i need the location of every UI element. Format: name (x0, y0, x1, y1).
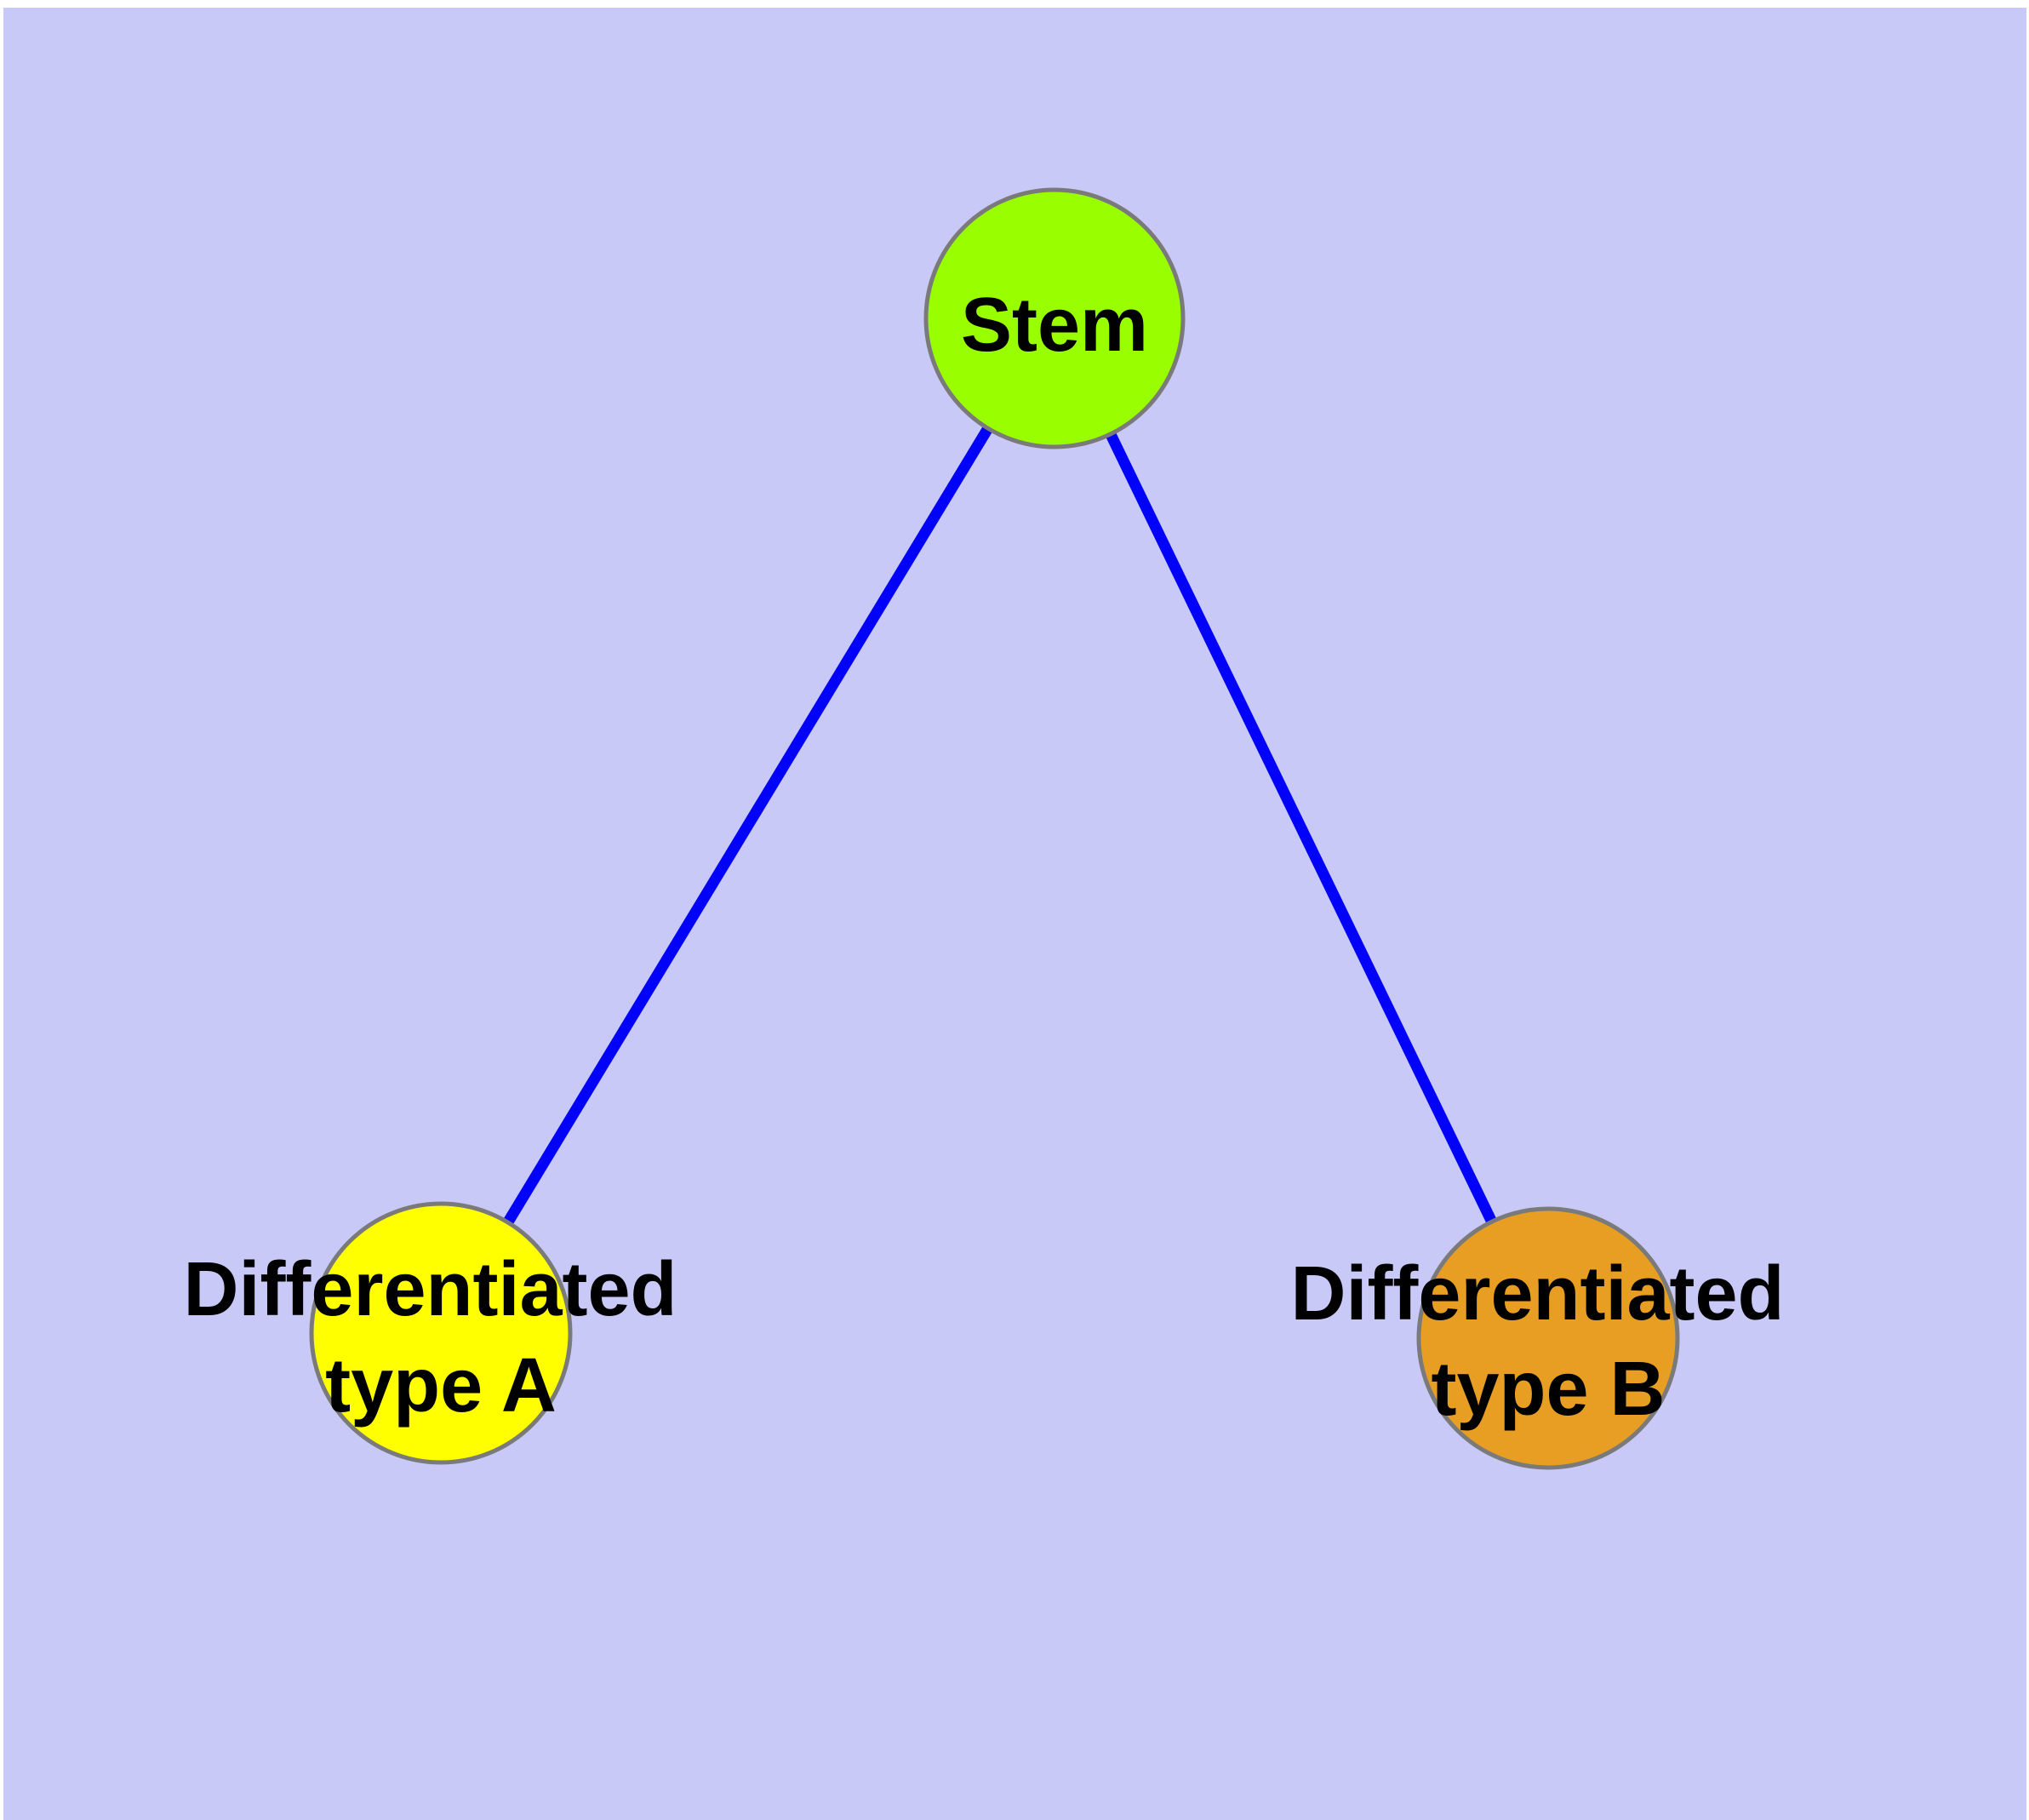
type-a-node (309, 1201, 573, 1465)
edge-stem-type-b (1049, 316, 1553, 1341)
type-b-label-line2: type B (1431, 1347, 1665, 1432)
type-b-label: Differentiated type B (1290, 1251, 1805, 1432)
type-a-label-line2: type A (325, 1343, 557, 1428)
type-b-node (1416, 1206, 1680, 1470)
type-b-label-line1: Differentiated (1290, 1251, 1784, 1336)
stem-node (923, 187, 1186, 449)
edge-stem-type-a (436, 315, 1060, 1336)
stem-label: Stem (961, 283, 1148, 368)
type-a-label: Differentiated type A (183, 1247, 698, 1428)
type-a-label-line1: Differentiated (183, 1247, 677, 1332)
